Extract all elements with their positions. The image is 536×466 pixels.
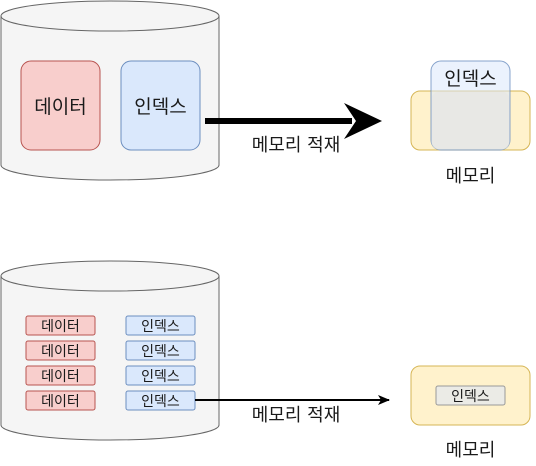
- top-data-label: 데이터: [34, 96, 87, 118]
- bottom-index-box-3: [125, 365, 196, 386]
- bottom-data-label-2: 데이터: [41, 343, 80, 360]
- top-data-box: [20, 60, 101, 151]
- bottom-index-label-3: 인덱스: [141, 368, 180, 385]
- top-memory-index-label: 인덱스: [444, 67, 497, 90]
- bottom-memory-index-label: 인덱스: [451, 388, 490, 405]
- bottom-data-box-2: [25, 340, 96, 361]
- bottom-memory-index-box: [435, 385, 506, 406]
- bottom-data-label-3: 데이터: [41, 368, 80, 385]
- bottom-memory-caption: 메모리: [445, 440, 496, 461]
- bottom-data-box-3: [25, 365, 96, 386]
- bottom-data-box-4: [25, 390, 96, 411]
- top-memory-caption: 메모리: [445, 166, 496, 187]
- bottom-index-label-2: 인덱스: [141, 343, 180, 360]
- bottom-index-label-4: 인덱스: [141, 393, 180, 410]
- bottom-data-label-1: 데이터: [41, 318, 80, 335]
- top-index-box: [120, 60, 201, 151]
- top-index-label: 인덱스: [134, 96, 187, 118]
- top-load-arrow: [205, 103, 382, 139]
- bottom-data-label-4: 데이터: [41, 393, 80, 410]
- top-memory-overlap: [431, 91, 510, 150]
- top-arrow-label: 메모리 적재: [251, 135, 341, 156]
- bottom-arrow-label: 메모리 적재: [251, 405, 341, 426]
- bottom-data-box-1: [25, 315, 96, 336]
- bottom-index-box-2: [125, 340, 196, 361]
- bottom-index-box-1: [125, 315, 196, 336]
- bottom-index-label-1: 인덱스: [141, 318, 180, 335]
